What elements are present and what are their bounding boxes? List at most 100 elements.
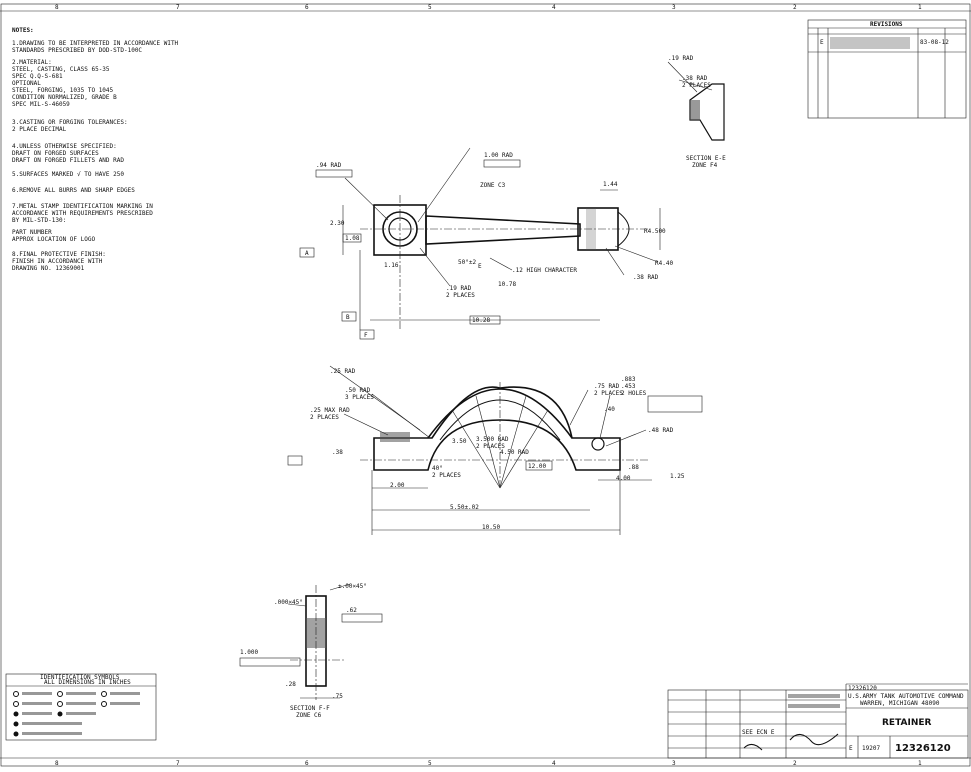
- identification-legend: IDENTIFICATION SYMBOLS ALL DIMENSIONS IN…: [5, 673, 157, 741]
- ff-label: .75: [332, 693, 343, 700]
- note-line: ACCORDANCE WITH REQUIREMENTS PRESCRIBED: [12, 210, 153, 217]
- ff-label: .28: [285, 681, 296, 688]
- front-label: 2 PLACES: [476, 443, 505, 450]
- front-view-body: [373, 386, 621, 471]
- top-label: 1.00 RAD: [484, 152, 513, 159]
- front-label: .25 MAX RAD: [310, 407, 350, 414]
- note-line: CONDITION NORMALIZED, GRADE B: [12, 94, 117, 101]
- front-label: 5.50±.02: [450, 504, 479, 511]
- zone-bottom-3: 3: [672, 760, 676, 767]
- front-label: 2.00: [390, 482, 405, 489]
- legend-symbol-icon: [101, 701, 107, 707]
- ee-label: 2 PLACES: [682, 82, 711, 89]
- legend-subtitle: ALL DIMENSIONS IN INCHES: [44, 679, 131, 686]
- note-line: 6.REMOVE ALL BURRS AND SHARP EDGES: [12, 187, 135, 194]
- front-label: 40°: [432, 465, 443, 472]
- top-view: .94 RAD 1.00 RAD ZONE C3 1.44 2.30 1.08 …: [299, 147, 673, 340]
- zone-bottom-7: 7: [176, 760, 180, 767]
- note-line: SPEC MIL-S-46059: [12, 101, 70, 108]
- legend-symbol-icon: [13, 731, 19, 737]
- front-label: .883: [621, 376, 636, 383]
- legend-symbol-icon: [13, 711, 19, 717]
- title-block: 12326120 U.S.ARMY TANK AUTOMOTIVE COMMAN…: [667, 683, 969, 759]
- zone-top-8: 8: [55, 4, 59, 11]
- drawing-title: RETAINER: [882, 718, 932, 728]
- top-label: .19 RAD: [446, 285, 472, 292]
- top-label: 10.28: [472, 317, 490, 324]
- section-f-f: ±.00×45° .000×45° .62 1.000 .28 .75 SECT…: [239, 583, 383, 719]
- note-line: DRAFT ON FORGED FILLETS AND RAD: [12, 157, 124, 164]
- ff-label: ±.00×45°: [338, 583, 367, 590]
- ff-zone: ZONE C6: [296, 712, 322, 719]
- front-label: 2 PLACES: [594, 390, 623, 397]
- note-line: 4.UNLESS OTHERWISE SPECIFIED:: [12, 143, 117, 150]
- title-block-header-dwg-no: 12326120: [848, 685, 877, 692]
- top-label: 10.78: [498, 281, 516, 288]
- front-label: .50 RAD: [345, 387, 371, 394]
- note-line: 1.DRAWING TO BE INTERPRETED IN ACCORDANC…: [12, 40, 179, 47]
- drawing-number: 12326120: [895, 743, 951, 754]
- zone-bottom-1: 1: [918, 760, 922, 767]
- note-line: OPTIONAL: [12, 80, 41, 87]
- note-line: 8.FINAL PROTECTIVE FINISH:: [12, 251, 106, 258]
- front-label: 2 HOLES: [621, 390, 647, 397]
- top-zone-markers: 8 7 6 5 4 3 2 1: [55, 4, 922, 11]
- ee-title: SECTION E-E: [686, 155, 726, 162]
- note-line: 5.SURFACES MARKED √ TO HAVE 250: [12, 171, 124, 178]
- ee-label: .38 RAD: [682, 75, 708, 82]
- notes-block: NOTES: 1.DRAWING TO BE INTERPRETED IN AC…: [12, 27, 179, 272]
- ee-label: .19 RAD: [668, 55, 694, 62]
- legend-symbol-icon: [101, 691, 107, 697]
- top-view-arm: [425, 215, 581, 245]
- front-label: .453: [621, 383, 636, 390]
- zone-top-3: 3: [672, 4, 676, 11]
- revision-date: 83-08-12: [920, 39, 949, 46]
- top-label: 1.16: [384, 262, 399, 269]
- note-line: DRAFT ON FORGED SURFACES: [12, 150, 99, 157]
- sheet-border: [0, 3, 971, 767]
- release-note: SEE ECN E: [742, 729, 775, 736]
- ff-label: .000×45°: [274, 599, 303, 606]
- top-label: 2 PLACES: [446, 292, 475, 299]
- note-line: STANDARDS PRESCRIBED BY DOD-STD-100C: [12, 47, 142, 54]
- front-label: .48 RAD: [648, 427, 674, 434]
- front-label: .88: [628, 464, 639, 471]
- front-label: 1.25: [670, 473, 685, 480]
- front-label: 3.50: [452, 438, 467, 445]
- note-line: APPROX LOCATION OF LOGO: [12, 236, 95, 243]
- zone-bottom-6: 6: [305, 760, 309, 767]
- title-block-agency-line1: U.S.ARMY TANK AUTOMOTIVE COMMAND: [848, 693, 964, 700]
- revision-description-blur: [830, 37, 910, 49]
- legend-frame: [5, 673, 157, 741]
- legend-symbol-icon: [57, 701, 63, 707]
- note-line: BY MIL-STD-130:: [12, 217, 66, 224]
- note-line: 2.MATERIAL:: [12, 59, 52, 66]
- top-label: .12 HIGH CHARACTER: [512, 267, 577, 274]
- front-view: .25 RAD .50 RAD 3 PLACES .25 MAX RAD 2 P…: [287, 365, 703, 535]
- legend-symbol-icon: [57, 691, 63, 697]
- zone-bottom-8: 8: [55, 760, 59, 767]
- datum-a: A: [305, 250, 309, 257]
- note-line: SPEC Q.Q-S-681: [12, 73, 63, 80]
- datum-b: B: [346, 314, 350, 321]
- ff-label: .62: [346, 607, 357, 614]
- top-label: .38 RAD: [633, 274, 659, 281]
- legend-symbol-icon: [57, 711, 63, 717]
- datum-f: F: [364, 332, 368, 339]
- note-line: PART NUMBER: [12, 229, 52, 236]
- notes-title: NOTES:: [12, 27, 34, 34]
- note-line: FINISH IN ACCORDANCE WITH: [12, 258, 103, 265]
- top-label: ZONE C3: [480, 182, 506, 189]
- note-line: STEEL, FORGING, 1035 TO 1045: [12, 87, 114, 94]
- zone-bottom-5: 5: [428, 760, 432, 767]
- legend-title: IDENTIFICATION SYMBOLS: [40, 674, 120, 681]
- note-line: 2 PLACE DECIMAL: [12, 126, 67, 133]
- front-label: 10.50: [482, 524, 500, 531]
- revisions-header: REVISIONS: [870, 21, 903, 28]
- zone-top-7: 7: [176, 4, 180, 11]
- top-label: R4.40: [655, 260, 673, 267]
- top-label: 2.30: [330, 220, 345, 227]
- front-label: 3 PLACES: [345, 394, 374, 401]
- cage-code: 19207: [862, 745, 880, 752]
